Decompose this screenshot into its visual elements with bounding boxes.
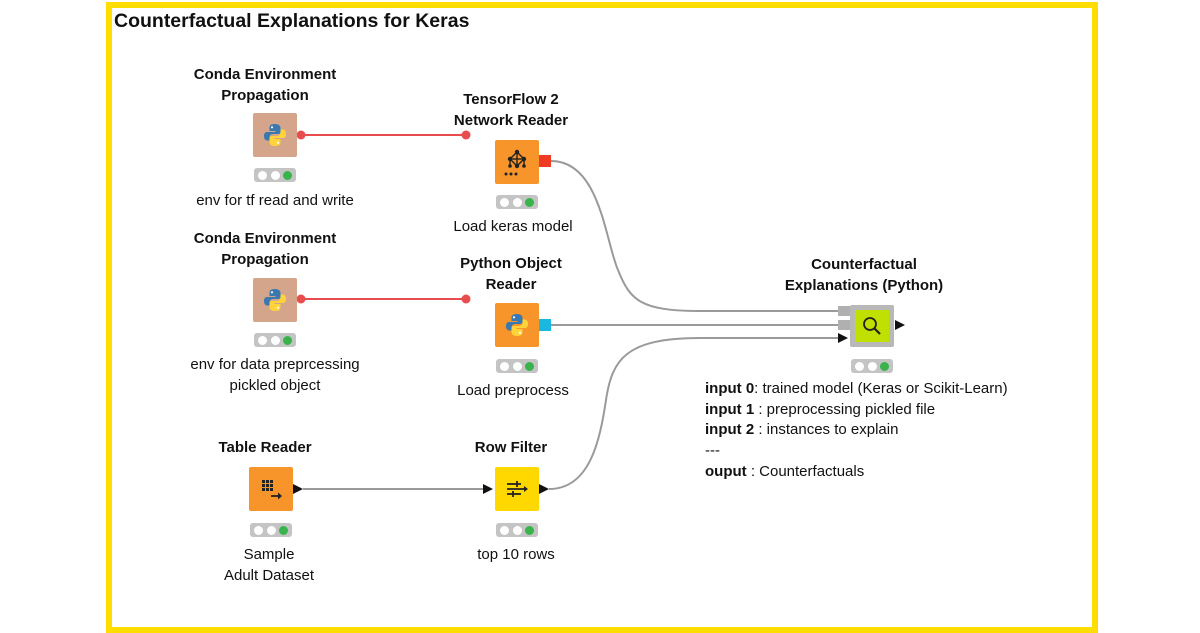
filter-icon (507, 481, 528, 497)
counterfactual-input-port-0[interactable] (838, 306, 850, 316)
conda2-node[interactable] (253, 278, 297, 322)
counterfactual-input-port-1[interactable] (838, 320, 850, 330)
tf-reader-status-indicator (496, 195, 538, 209)
counterfactual-description: input 0: trained model (Keras or Scikit-… (705, 379, 1008, 482)
row-filter-node[interactable] (495, 467, 539, 511)
row-filter-annotation: top 10 rows (477, 546, 555, 563)
magnifier-icon (863, 317, 881, 335)
row-filter-title: Row Filter (474, 439, 548, 456)
py-reader-annotation: Load preprocess (457, 382, 569, 399)
table-read-icon (262, 480, 282, 500)
flow-variable-port-in-2[interactable] (461, 294, 471, 304)
counterfactual-output-port[interactable] (895, 320, 905, 330)
python-icon (264, 124, 286, 146)
table-reader-output-port[interactable] (293, 484, 303, 494)
desc-line-input2: input 2 : instances to explain (705, 421, 899, 439)
keras-model-output-port[interactable] (539, 155, 551, 167)
tf-reader-node[interactable] (495, 140, 539, 184)
conda1-status-indicator (254, 168, 296, 182)
table-reader-node[interactable] (249, 467, 293, 511)
table-reader-status-indicator (250, 523, 292, 537)
py-reader-node[interactable] (495, 303, 539, 347)
py-reader-status-indicator (496, 359, 538, 373)
python-object-output-port[interactable] (539, 319, 551, 331)
row-filter-input-port[interactable] (483, 484, 493, 494)
desc-line-separator: --- (705, 442, 720, 460)
python-icon (506, 314, 528, 336)
connection-keras-model[interactable] (550, 160, 838, 312)
python-icon (264, 289, 286, 311)
counterfactual-status-indicator (851, 359, 893, 373)
row-filter-output-port[interactable] (539, 484, 549, 494)
desc-line-output: ouput : Counterfactuals (705, 462, 865, 480)
desc-line-input0: input 0: trained model (Keras or Scikit-… (705, 380, 1008, 397)
flow-variable-port-in-1[interactable] (461, 130, 471, 140)
flow-variable-port-out-2[interactable] (296, 294, 306, 304)
connection-filtered-rows[interactable] (548, 337, 838, 490)
desc-line-input1: input 1 : preprocessing pickled file (705, 400, 936, 418)
tf-reader-annotation: Load keras model (453, 218, 573, 235)
row-filter-status-indicator (496, 523, 538, 537)
conda1-node[interactable] (253, 113, 297, 157)
counterfactual-input-port-2[interactable] (838, 333, 848, 343)
table-reader-title: Table Reader (218, 439, 312, 456)
counterfactual-node[interactable] (850, 305, 894, 347)
network-icon (504, 149, 527, 176)
conda1-annotation: env for tf read and write (196, 192, 354, 209)
workflow-title: Counterfactual Explanations for Keras (114, 10, 470, 32)
conda2-status-indicator (254, 333, 296, 347)
flow-variable-port-out-1[interactable] (296, 130, 306, 140)
